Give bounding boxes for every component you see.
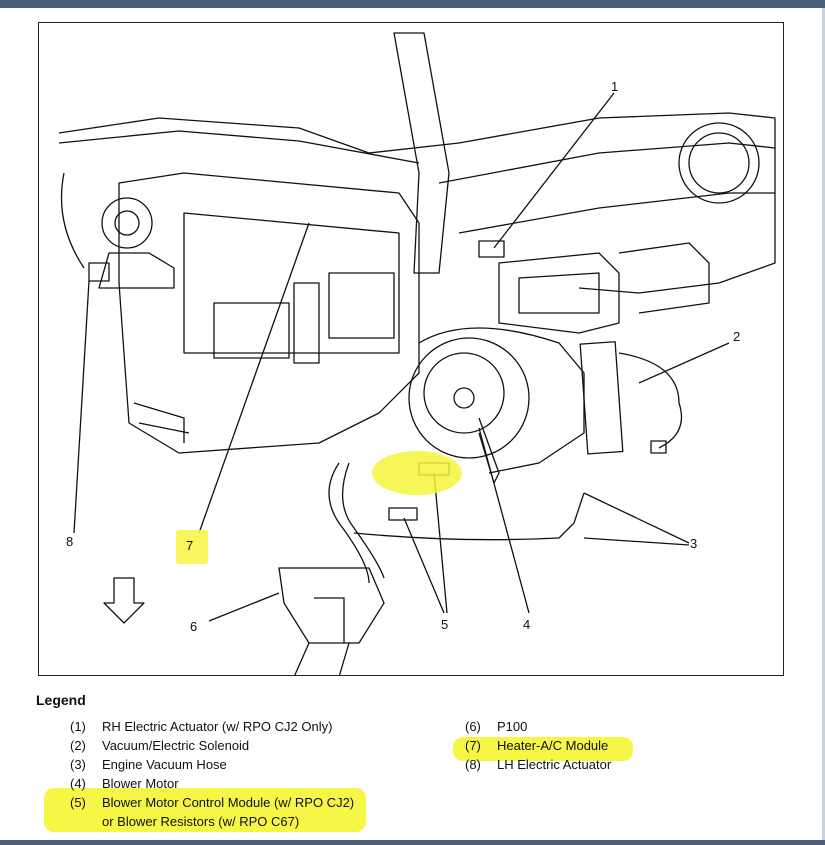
highlight-item-5 [44,788,366,832]
callout-7-highlight [176,530,208,564]
crossbar [438,142,776,184]
legend-item-4: (4)Blower Motor [70,776,179,791]
leader-5b [433,472,448,614]
speaker-circle [678,122,760,204]
callout-4: 4 [523,617,531,632]
blower-housing [408,337,530,459]
leader-1 [493,92,615,249]
callout-8: 8 [66,534,74,549]
top-bar [0,0,825,8]
blower-motor [423,352,505,434]
front-arrow [103,577,145,624]
legend-item-3: (3)Engine Vacuum Hose [70,757,227,772]
leader-3a [583,492,690,544]
dash-upper-edge [58,130,420,164]
leader-7 [198,222,310,534]
callout-2: 2 [733,329,741,344]
vertical-duct [393,32,450,274]
vacuum-solenoid [579,341,624,455]
diagram-frame [38,22,784,676]
right-edge [822,8,825,840]
leader-8 [73,280,90,534]
rh-actuator-bracket [498,252,620,334]
dash-outline [58,112,776,294]
callout-3: 3 [690,536,698,551]
legend-item-6: (6)P100 [465,719,528,734]
leader-2 [638,342,730,384]
callout-5: 5 [441,617,449,632]
legend-item-5-cont: or Blower Resistors (w/ RPO C67) [102,814,300,829]
legend-item-1: (1)RH Electric Actuator (w/ RPO CJ2 Only… [70,719,333,734]
leader-4 [478,427,530,614]
callout-7: 7 [186,538,194,553]
crossbar-lower [458,192,775,234]
lh-actuator [101,197,153,249]
bottom-bar [0,840,825,845]
leader-5a [403,517,445,614]
highlight-blower-module [372,451,462,495]
highlight-item-7 [453,737,633,761]
callout-6: 6 [190,619,198,634]
legend-title: Legend [36,692,86,708]
leader-3b [583,537,690,546]
legend-item-2: (2)Vacuum/Electric Solenoid [70,738,250,753]
legend-item-7: (7)Heater-A/C Module [465,738,609,753]
heater-ac-module-box [118,172,420,454]
heater-ac-diagram [58,32,776,675]
legend-item-8: (8)LH Electric Actuator [465,757,612,772]
leader-6 [208,592,280,622]
callout-1: 1 [611,79,619,94]
legend-item-5: (5)Blower Motor Control Module (w/ RPO C… [70,795,355,810]
p100-connector [278,567,385,644]
wire-harness [328,462,370,584]
engine-vacuum-hose [353,492,585,541]
